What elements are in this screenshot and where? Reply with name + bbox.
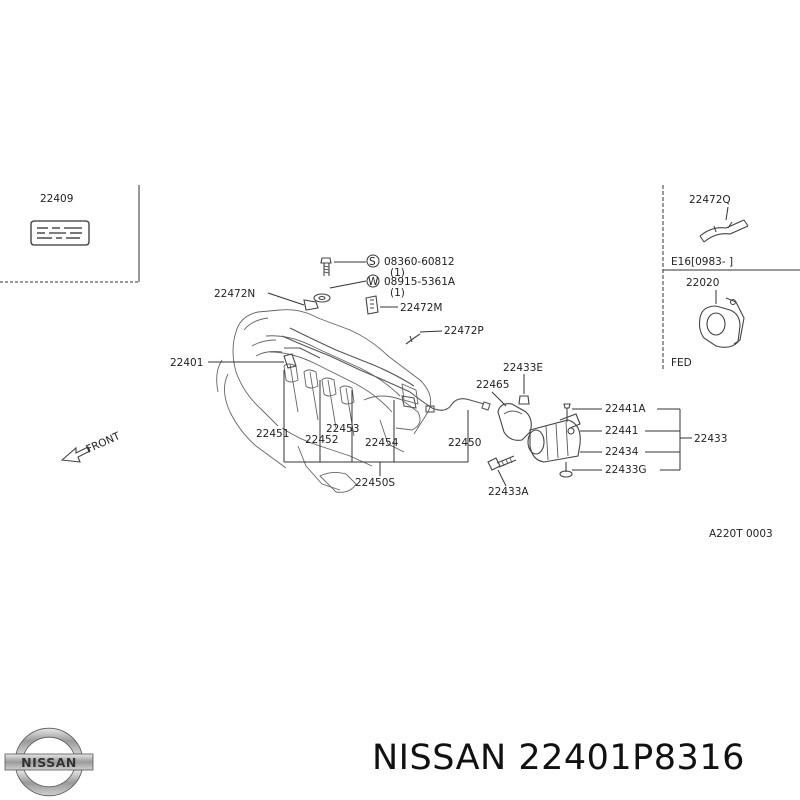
part-label-22472m: 22472M [400, 302, 442, 314]
bolt-22433a-icon [487, 455, 517, 471]
part-label-22454: 22454 [365, 437, 399, 449]
distributor-cap-22465-icon [497, 403, 532, 441]
marker-s: S [369, 256, 376, 268]
part-label-22453: 22453 [326, 423, 359, 435]
inset-right: 22472Q E16[0983- ] 22020 FED [662, 185, 800, 370]
clip-22472n-icon [303, 299, 319, 311]
part-label-08915: 08915-5361A [384, 276, 456, 288]
part-label-22433e: 22433E [503, 362, 543, 374]
part-label-22465: 22465 [476, 379, 509, 391]
part-label-22450: 22450 [448, 437, 481, 449]
washer-icon [313, 293, 331, 303]
plug-22401-icon [283, 353, 297, 369]
screw-22441a-icon [563, 403, 571, 422]
sensor-22020-icon [698, 297, 745, 348]
bolt-icon [320, 257, 332, 276]
part-label-22433a: 22433A [488, 486, 529, 498]
part-label-22450s: 22450S [355, 477, 395, 489]
quantity-08360: (1) [390, 267, 405, 279]
harness-callouts: 22401 22451 22452 22453 22454 22450 2245… [170, 353, 481, 489]
part-label-22441: 22441 [605, 425, 638, 437]
logo-wordmark: NISSAN [21, 755, 77, 770]
part-number-caption: NISSAN 22401P8316 [372, 738, 745, 778]
part-label-22472n: 22472N [214, 288, 255, 300]
part-label-22441a: 22441A [605, 403, 646, 415]
part-label-22433g: 22433G [605, 464, 647, 476]
clip-22472m-icon [365, 295, 379, 315]
distributor-assembly: 22433E 22465 22433A [476, 362, 581, 498]
variant-fed: FED [671, 357, 692, 369]
front-direction-arrow: FRONT [60, 430, 123, 463]
label-plate-text-lines [37, 227, 82, 239]
part-label-22472p: 22472P [444, 325, 484, 337]
front-label: FRONT [84, 430, 122, 456]
nissan-logo: NISSAN [4, 727, 94, 797]
clip-22472p-icon [405, 333, 421, 345]
marker-w: W [368, 276, 379, 288]
part-label-22401: 22401 [170, 357, 203, 369]
quantity-08915: (1) [390, 287, 405, 299]
part-label-22451: 22451 [256, 428, 289, 440]
engine-sketch [216, 309, 491, 493]
clip-22472q-icon [699, 219, 749, 243]
coil-callouts: 22441A 22441 22434 22433G 22433 [572, 403, 727, 476]
part-label-22452: 22452 [305, 434, 338, 446]
part-label-22020: 22020 [686, 277, 719, 289]
part-label-22472q: 22472Q [689, 194, 731, 206]
part-label-22433: 22433 [694, 433, 727, 445]
variant-e16: E16[0983- ] [671, 256, 733, 268]
figure-code: A220T 0003 [709, 528, 773, 540]
part-label-08360: 08360-60812 [384, 256, 455, 268]
hardware-callouts: S 08360-60812 (1) W 08915-5361A (1) [313, 254, 456, 303]
part-label-22409: 22409 [40, 193, 73, 205]
cap-22433e-icon [518, 395, 530, 405]
ignition-coil-icon [527, 413, 581, 478]
inset-22409: 22409 [0, 185, 140, 283]
front-arrow-icon [60, 446, 91, 463]
clip-callouts: 22472N 22472M 22472P [214, 288, 484, 345]
label-plate-icon [30, 220, 90, 246]
part-label-22434: 22434 [605, 446, 639, 458]
